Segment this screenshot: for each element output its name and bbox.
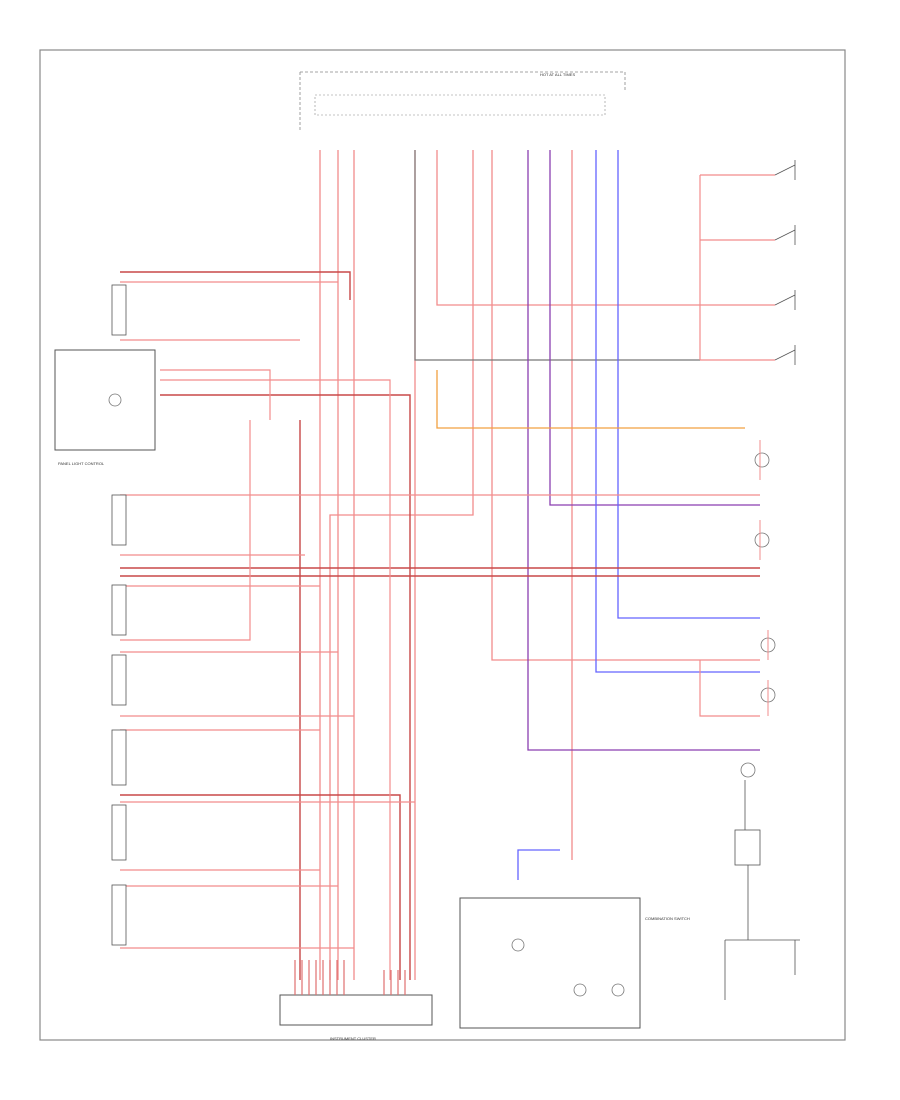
right-switches [774,160,796,365]
dark-red-wires [120,271,760,980]
panel-light-control-label: PANEL LIGHT CONTROL [58,461,105,466]
orange-wire [436,370,745,429]
blue-wires [517,150,760,880]
instrument-cluster-connector: INSTRUMENT CLUSTER [279,960,433,1041]
left-red-feeds [120,174,775,980]
fuse-block: HOT AT ALL TIMES [299,71,626,130]
hot-at-all-times-label: HOT AT ALL TIMES [540,72,575,77]
instrument-cluster-label: INSTRUMENT CLUSTER [330,1036,376,1041]
gray-wire [414,150,700,361]
panel-light-control: PANEL LIGHT CONTROL [54,349,156,466]
purple-wires [527,150,760,751]
combination-switch-label: COMBINATION SWITCH [645,916,690,921]
combination-switch: COMBINATION SWITCH [459,897,690,1029]
right-bulb-wires [759,440,769,716]
bottom-right-switch [724,780,800,1000]
left-components [111,284,127,946]
right-bulbs [740,452,776,778]
top-red-wires [319,150,760,980]
diagram-frame [39,49,846,1041]
